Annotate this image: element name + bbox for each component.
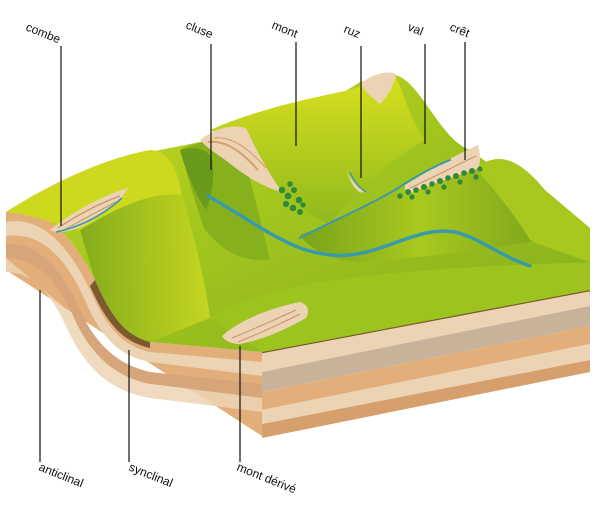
combe-rock-scar [50, 188, 128, 233]
terrain-surface [6, 75, 590, 352]
forest-cret [397, 166, 483, 200]
tributary-stream [299, 159, 451, 239]
label-mont: mont [270, 18, 301, 41]
front-left-rock-face [6, 210, 262, 436]
label-val: val [406, 20, 425, 39]
ridge-top-rock-scar [360, 72, 396, 104]
river [206, 194, 532, 268]
front-right-rock-face [261, 288, 591, 438]
mont-derive-rock-scar [222, 302, 308, 344]
leader-lines [39, 42, 466, 462]
label-mont-derive: mont dérivé [235, 460, 299, 497]
forest-mont [278, 181, 306, 215]
label-ruz: ruz [342, 22, 363, 41]
label-synclinal: synclinal [127, 460, 175, 490]
label-combe: combe [24, 20, 63, 47]
label-cret: crêt [448, 20, 472, 41]
mont-rock-scar [200, 126, 282, 192]
cret-rock-face [405, 145, 481, 195]
ruz-gully [346, 170, 367, 193]
label-cluse: cluse [184, 18, 216, 42]
label-anticlinal: anticlinal [37, 460, 86, 490]
